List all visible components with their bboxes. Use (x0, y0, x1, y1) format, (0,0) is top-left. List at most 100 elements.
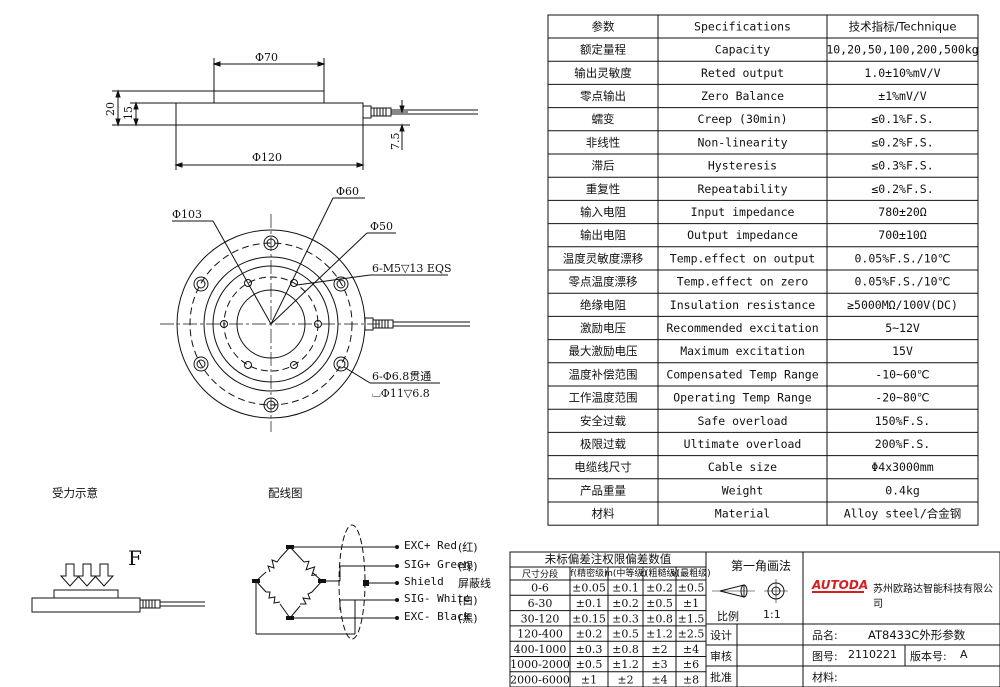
dim-d60: Φ60 (336, 185, 359, 198)
spec-param-en: Maximum excitation (680, 344, 805, 358)
spec-param-cn: 蠕变 (592, 112, 615, 126)
spec-param-cn: 重复性 (586, 182, 621, 196)
tolerance-cell: 1000-2000 (510, 658, 570, 671)
scale-value: 1:1 (763, 608, 781, 621)
wire-color-cn: (红) (458, 541, 478, 554)
tolerance-cell: 0-6 (531, 582, 549, 595)
material-label: 材料: (812, 671, 838, 684)
spec-value: ≤0.1%F.S. (871, 112, 933, 126)
spec-param-cn: 输入电阻 (580, 205, 626, 219)
dim-d103: Φ103 (172, 208, 202, 221)
projection-title: 第一角画法 (731, 559, 792, 573)
spec-param-en: Input impedance (691, 205, 795, 219)
tolerance-cell: ±0.2 (576, 628, 603, 641)
threaded-holes (220, 279, 322, 369)
spec-value: -20~80℃ (875, 391, 930, 405)
spec-param-cn: 材料 (592, 507, 615, 521)
spec-param-cn: 绝缘电阻 (580, 298, 626, 312)
top-boss-outline (213, 90, 325, 104)
spec-param-cn: 极限过载 (580, 437, 626, 451)
spec-value: Φ4x3000mm (871, 460, 933, 474)
drawing-no: 2110221 (848, 648, 897, 661)
spec-param-cn: 安全过载 (580, 414, 626, 428)
approval-approve: 批准 (710, 671, 732, 684)
tolerance-cell: ±1.2 (646, 628, 673, 641)
wire-color-cn: (白) (458, 594, 478, 607)
wire-name: Shield (404, 575, 444, 588)
spec-param-en: Creep (30min) (697, 112, 787, 126)
dim-h7-5: 7.5 (389, 133, 402, 151)
spec-param-en: Insulation resistance (670, 298, 815, 312)
tolerance-col-size: 尺寸分段 (522, 568, 558, 580)
spec-param-en: Non-linearity (697, 135, 787, 149)
version-label: 版本号: (910, 650, 947, 663)
spec-param-en: Operating Temp Range (673, 391, 812, 405)
spec-header-specs: Specifications (694, 20, 791, 34)
spec-value: 0.05%F.S./10℃ (855, 251, 951, 265)
wire-name: EXC- Black (404, 610, 471, 623)
spec-value: 700±10Ω (878, 228, 927, 242)
spec-value: 150%F.S. (875, 414, 930, 428)
force-label: 受力示意 (52, 486, 98, 500)
spec-param-en: Compensated Temp Range (666, 367, 818, 381)
tolerance-cell: ±1 (683, 597, 699, 610)
spec-param-cn: 激励电压 (580, 321, 626, 335)
tolerance-col-grade: c(粗糙级) (640, 567, 679, 579)
spec-param-cn: 滞后 (592, 159, 615, 173)
tolerance-cell: ±0.3 (612, 612, 639, 625)
dim-d50: Φ50 (370, 220, 393, 233)
force-arrows (59, 563, 115, 587)
force-diagram: 受力示意 F (31, 486, 205, 613)
spec-value: 0.4kg (885, 483, 920, 497)
spec-param-cn: 输出灵敏度 (574, 66, 632, 80)
tolerance-cell: ±0.2 (612, 597, 639, 610)
tolerance-cell: ±0.5 (646, 597, 673, 610)
spec-header-tech: 技术指标/Technique (849, 20, 957, 34)
tolerance-cell: 400-1000 (514, 643, 567, 656)
side-view: Φ70 Φ120 20 15 7.5 (104, 51, 478, 170)
wire-name: SIG+ Green (404, 558, 471, 571)
tolerance-cell: ±2.5 (678, 628, 705, 641)
spec-param-cn: 温度补偿范围 (569, 367, 638, 381)
tolerance-cell: ±4 (683, 643, 699, 656)
spec-value: ≤0.3%F.S. (871, 159, 933, 173)
spec-param-en: Temp.effect on zero (677, 275, 809, 289)
tolerance-title: 未标偏差注权限偏差数值 (545, 552, 672, 566)
spec-param-cn: 零点输出 (580, 89, 626, 103)
tolerance-cell: ±2 (617, 673, 633, 686)
spec-value: 780±20Ω (878, 205, 927, 219)
tolerance-cell: ±0.1 (612, 582, 639, 595)
tolerance-cell: ±1.2 (612, 658, 639, 671)
spec-value: 200%F.S. (875, 437, 930, 451)
tolerance-cell: ±0.5 (612, 628, 639, 641)
mounting-holes (193, 235, 349, 413)
company-logo: AUTODA (812, 578, 869, 592)
logo-underline (812, 591, 864, 593)
spec-param-cn: 产品重量 (580, 483, 626, 497)
spec-param-cn: 温度灵敏度漂移 (563, 251, 644, 265)
tolerance-cell: ±1 (581, 673, 597, 686)
tolerance-cell: 120-400 (517, 628, 563, 641)
dim-h15: 15 (122, 106, 135, 120)
cbore-note: ⌴Φ11▽6.8 (372, 387, 430, 400)
spec-value: ≥5000MΩ/100V(DC) (847, 298, 958, 312)
spec-header-param: 参数 (592, 20, 615, 34)
approval-design: 设计 (710, 629, 732, 642)
product-name: AT8433C外形参数 (868, 628, 966, 642)
dim-d70: Φ70 (255, 51, 278, 64)
tolerance-cell: ±6 (683, 658, 699, 671)
tolerance-cell: ±0.8 (612, 643, 639, 656)
wire-name: EXC+ Red (404, 539, 457, 552)
spec-value: 10,20,50,100,200,500kg (826, 43, 978, 57)
tolerance-col-grade: m(中等级) (604, 567, 647, 579)
tolerance-cell: ±1.5 (678, 612, 705, 625)
wire-name: SIG- White (404, 592, 471, 605)
spec-param-cn: 额定量程 (580, 43, 626, 57)
dim-h20: 20 (104, 102, 117, 116)
title-block (509, 551, 1000, 687)
tolerance-col-grade: v(最粗级) (671, 567, 710, 579)
spec-param-cn: 工作温度范围 (569, 391, 638, 405)
spec-value: ±1%mV/V (878, 89, 927, 103)
tolerance-cell: ±2 (651, 643, 667, 656)
